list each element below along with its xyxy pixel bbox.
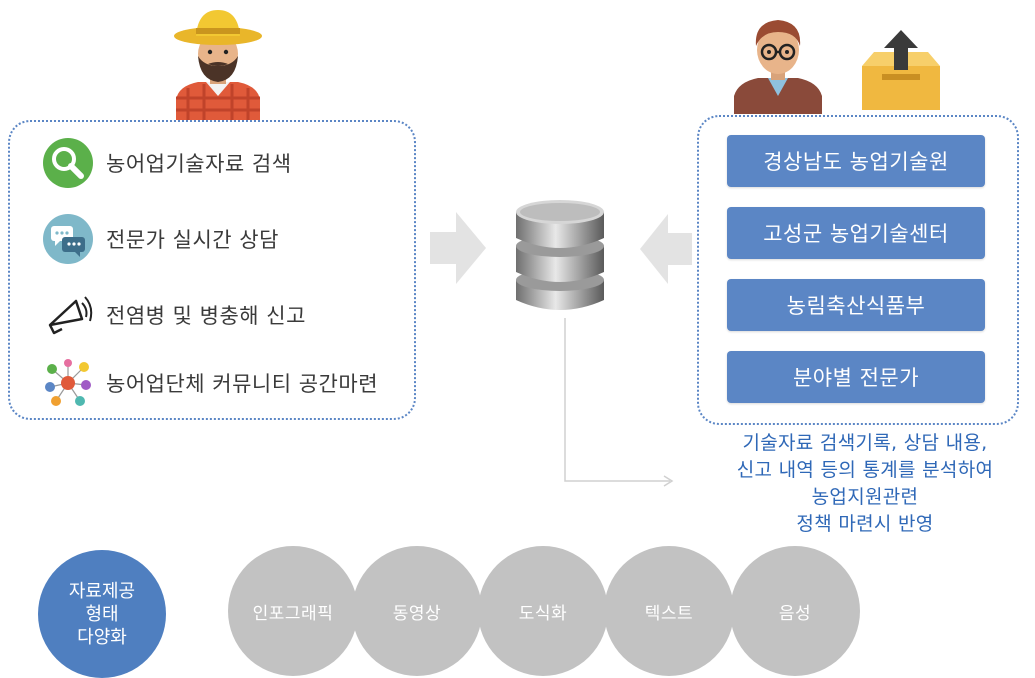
hub-line: 다양화 (77, 626, 127, 648)
feature-community[interactable]: 농어업단체 커뮤니티 공간마련 (42, 358, 378, 408)
org-gyeongnam-ari: 경상남도 농업기술원 (727, 135, 985, 187)
arrow-right-icon (430, 212, 486, 284)
format-infographic: 인포그래픽 (228, 546, 358, 676)
analysis-line: 기술자료 검색기록, 상담 내용, (742, 432, 988, 454)
feature-label: 농어업기술자료 검색 (106, 152, 292, 176)
format-diagram: 도식화 (478, 546, 608, 676)
hub-line: 형태 (85, 603, 119, 625)
community-network-icon (45, 359, 91, 406)
database-icon (516, 200, 604, 310)
feature-search[interactable]: 농어업기술자료 검색 (42, 138, 292, 188)
org-goseong-center: 고성군 농업기술센터 (727, 207, 985, 259)
farmer-avatar (174, 10, 262, 120)
hub-line: 자료제공 (68, 580, 136, 602)
search-icon (43, 138, 93, 188)
providers-panel: 경상남도 농업기술원 고성군 농업기술센터 농림축산식품부 분야별 전문가 (697, 115, 1019, 425)
analysis-line: 신고 내역 등의 통계를 분석하여 (736, 459, 994, 481)
analysis-line: 정책 마련시 반영 (796, 513, 934, 535)
arrow-left-icon (640, 214, 692, 284)
megaphone-icon (48, 296, 93, 335)
org-ministry: 농림축산식품부 (727, 279, 985, 331)
user-services-panel: 농어업기술자료 검색 전문가 실시간 상담 전염병 및 병충해 신고 (8, 120, 416, 420)
expert-avatar (734, 20, 822, 114)
feature-label: 농어업단체 커뮤니티 공간마련 (106, 372, 379, 396)
format-video: 동영상 (352, 546, 482, 676)
box-upload-icon (862, 30, 940, 110)
analysis-description: 기술자료 검색기록, 상담 내용, 신고 내역 등의 통계를 분석하여 농업지원… (700, 430, 1030, 538)
format-diversification-hub: 자료제공 형태 다양화 (38, 550, 166, 678)
format-text: 텍스트 (604, 546, 734, 676)
feature-report[interactable]: 전염병 및 병충해 신고 (42, 290, 306, 340)
chat-bubbles-icon (43, 214, 93, 264)
org-experts: 분야별 전문가 (727, 351, 985, 403)
feature-label: 전염병 및 병충해 신고 (106, 304, 306, 328)
analysis-connector (564, 318, 674, 487)
feature-label: 전문가 실시간 상담 (106, 228, 279, 252)
feature-consultation[interactable]: 전문가 실시간 상담 (42, 214, 279, 264)
format-audio: 음성 (730, 546, 860, 676)
analysis-line: 농업지원관련 (811, 486, 919, 508)
